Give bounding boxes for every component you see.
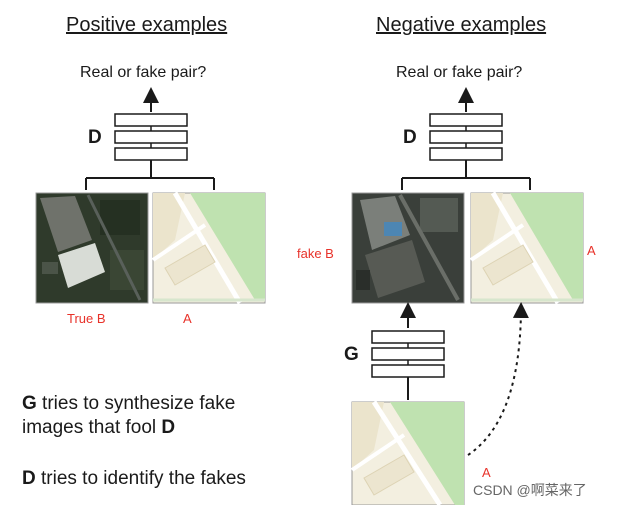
neg-input-bracket	[401, 160, 531, 190]
d-bold: D	[22, 468, 36, 489]
neg-question: Real or fake pair?	[396, 64, 523, 81]
neg-discriminator-net	[429, 113, 503, 161]
pos-input-bracket	[85, 160, 215, 190]
input-a-label: A	[482, 465, 491, 480]
pos-question: Real or fake pair?	[80, 64, 207, 81]
g-description-line1: G tries to synthesize fake	[22, 392, 235, 416]
g-bold: G	[22, 393, 37, 414]
neg-d-label: D	[403, 127, 417, 148]
pos-a-label: A	[183, 311, 192, 326]
neg-fake-satellite-image	[351, 192, 465, 304]
g-line1-text: tries to synthesize fake	[36, 393, 236, 414]
neg-map-image	[469, 191, 584, 305]
generator-net	[371, 330, 445, 378]
gen-input-map-image	[350, 400, 465, 505]
positive-examples-title: Positive examples	[66, 14, 228, 36]
d-description-text: tries to identify the fakes	[35, 468, 246, 489]
g-description-line2: images that fool D	[22, 416, 175, 440]
negative-examples-title: Negative examples	[376, 14, 547, 36]
watermark: CSDN @啊菜来了	[473, 482, 587, 498]
true-b-label: True B	[67, 311, 106, 326]
d-description: D tries to identify the fakes	[22, 467, 246, 491]
pos-d-label: D	[88, 127, 102, 148]
fake-b-label: fake B	[297, 246, 334, 261]
condition-dotted-arrow	[467, 302, 529, 456]
g-label: G	[344, 344, 359, 365]
neg-a-label: A	[587, 243, 596, 258]
pos-satellite-image	[35, 192, 149, 304]
g-line2-bold: D	[161, 417, 176, 438]
g-line2-text: images that fool	[22, 417, 162, 438]
pos-map-image	[151, 191, 266, 305]
pos-discriminator-net	[114, 113, 188, 161]
